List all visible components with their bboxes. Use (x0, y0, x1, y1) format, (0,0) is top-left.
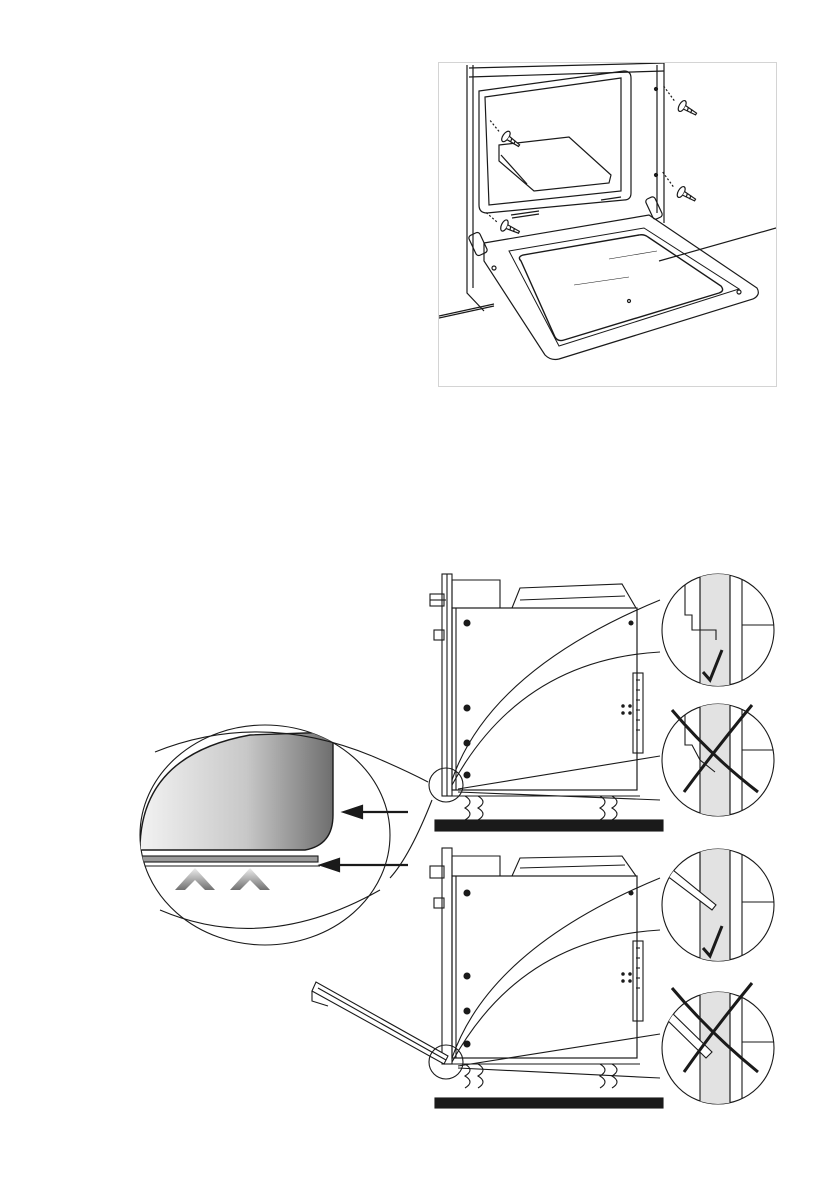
oven-installation-checks-figure (0, 560, 839, 1120)
floor-bar (435, 1098, 663, 1108)
detail-locator-circle (429, 768, 463, 802)
oven-side-view-closed (429, 574, 663, 831)
oven-door-open (468, 196, 758, 360)
detail-ok-closed (662, 570, 780, 690)
oven-door-screws-drawing (439, 63, 776, 386)
detail-locator-circle (429, 1045, 463, 1079)
detail-wrong-closed (662, 700, 780, 820)
magnifier-detail (140, 725, 432, 945)
oven-cavity (467, 63, 664, 311)
screw-icon (656, 172, 699, 205)
appliance-corner (140, 732, 333, 850)
floor-bar (435, 820, 663, 831)
screw-icon (657, 86, 700, 119)
screw-icon (484, 119, 522, 151)
oven-installation-drawing (0, 560, 839, 1120)
detail-wrong-open (662, 983, 780, 1110)
oven-door-screws-figure (438, 62, 777, 387)
detail-ok-open (662, 845, 780, 965)
